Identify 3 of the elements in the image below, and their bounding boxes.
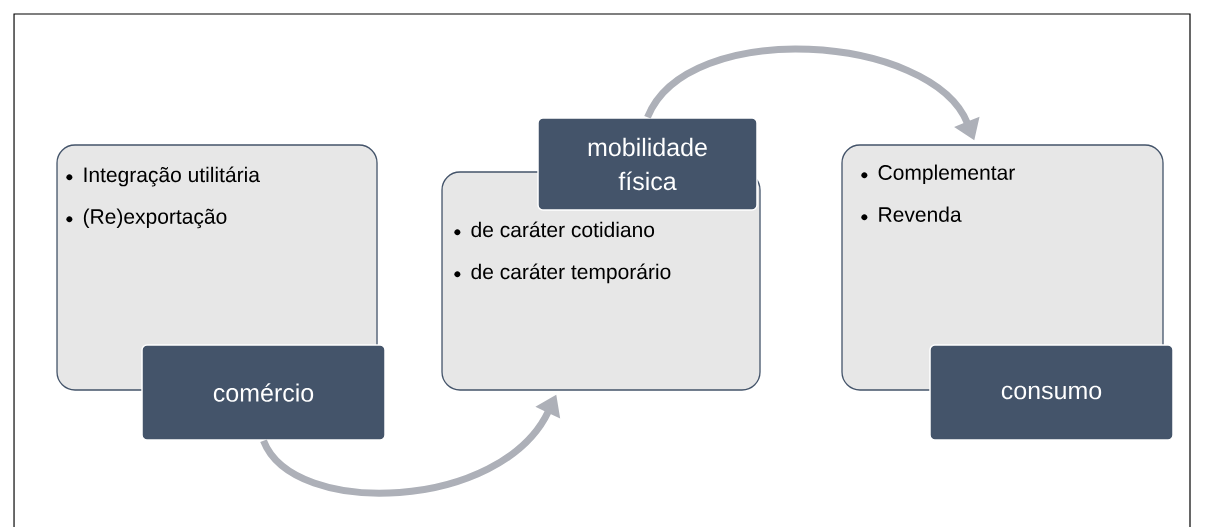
- label-box: consumo: [929, 344, 1174, 441]
- label-box: mobilidade física: [537, 117, 758, 211]
- label-box: comércio: [141, 344, 386, 441]
